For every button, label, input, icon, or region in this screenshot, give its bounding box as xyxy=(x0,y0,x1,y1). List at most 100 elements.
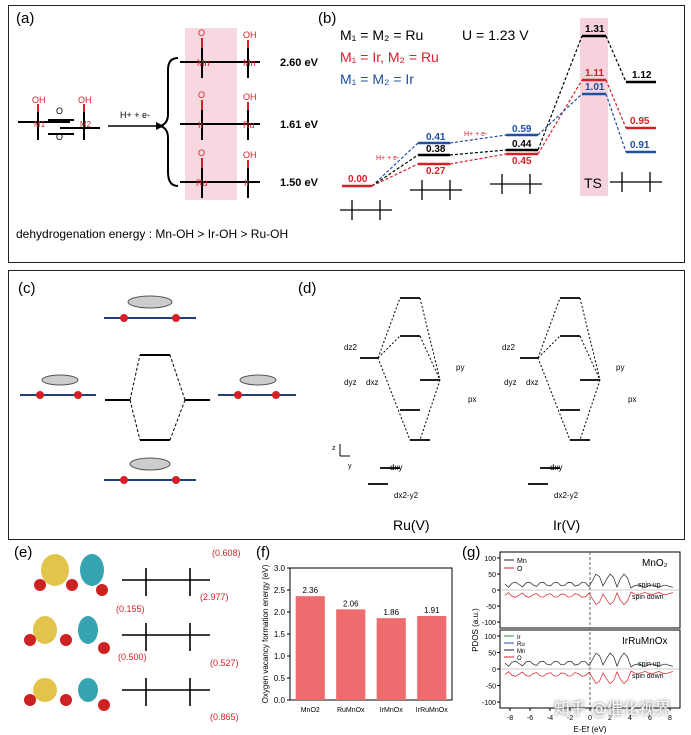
u-label: U = 1.23 V xyxy=(462,27,529,43)
oh-label-mid: OH xyxy=(243,92,257,102)
bar-value-label: 1.86 xyxy=(383,608,399,617)
y-tick-label: 1.0 xyxy=(274,652,286,661)
ts-band xyxy=(580,18,608,196)
spin-down-label: spin down xyxy=(632,673,664,680)
charge-1: (0.608) xyxy=(212,548,241,558)
ir-label-1: Ir xyxy=(198,120,204,130)
orb-dz2-ir: dz2 xyxy=(502,343,515,352)
legend-ru: M₁ = M₂ = Ru xyxy=(340,27,423,43)
y-tick-label: 1.5 xyxy=(274,630,286,639)
spin-down-label: spin down xyxy=(632,594,664,601)
y-tick-label: 100 xyxy=(484,634,496,641)
mn-label-1: Mn xyxy=(197,58,210,68)
arrow-label: H+ + e- xyxy=(120,110,150,120)
panel-c-orbital-diagram xyxy=(20,295,296,484)
m1-label: M1 xyxy=(34,120,46,129)
bar-value-label: 2.36 xyxy=(302,586,318,595)
panel-f-label: (f) xyxy=(256,544,271,561)
x-tick-label: -2 xyxy=(567,715,573,722)
bar xyxy=(417,615,447,700)
m2-label: M2 xyxy=(80,120,92,129)
val-end-black: 1.12 xyxy=(632,70,652,81)
ru-label-2: Ru xyxy=(196,178,208,188)
y-tick-label: 2.0 xyxy=(274,608,286,617)
legend-label: O xyxy=(517,656,522,662)
y-tick-label: 50 xyxy=(488,651,496,658)
y-axis-label: PDOS (a.u.) xyxy=(471,608,480,652)
pdos-curve xyxy=(504,591,674,606)
x-tick-label: IrRuMnOx xyxy=(416,707,448,714)
panel-b-energy-profile: M₁ = M₂ = Ru M₁ = Ir, M₂ = Ru M₁ = M₂ = … xyxy=(340,18,662,220)
panel-cd-frame xyxy=(8,270,685,540)
y-tick-label: 50 xyxy=(488,572,496,579)
bar-value-label: 2.06 xyxy=(343,599,359,608)
pdos-curve xyxy=(504,670,674,685)
orb-px-ru: px xyxy=(468,395,476,404)
title-ir-v: Ir(V) xyxy=(553,517,580,533)
panel-g-label: (g) xyxy=(462,544,481,561)
orb-dx2y2-ru: dx2-y2 xyxy=(394,491,419,500)
x-tick-label: RuMnOx xyxy=(337,707,365,714)
orb-dxz-ru: dxz xyxy=(366,378,378,387)
panel-b-label: (b) xyxy=(318,10,337,27)
o-label-top: O xyxy=(198,28,205,38)
pdos-curve xyxy=(504,573,674,589)
x-tick-label: 2 xyxy=(608,715,612,722)
oh-label-bot: OH xyxy=(243,150,257,160)
orb-dxz-ir: dxz xyxy=(526,378,538,387)
x-tick-label: 8 xyxy=(668,715,672,722)
legend-ir-ru: M₁ = Ir, M₂ = Ru xyxy=(340,49,439,65)
bar xyxy=(336,609,366,700)
step-label-1: H+ + e- xyxy=(376,155,400,162)
ts-label: TS xyxy=(584,175,602,191)
val-end-red: 0.95 xyxy=(630,116,650,127)
energy-1: 2.60 eV xyxy=(280,57,319,69)
ru-label-1: Ru xyxy=(243,120,255,130)
y-tick-label: -100 xyxy=(482,620,496,627)
legend-label: Mn xyxy=(517,558,527,565)
legend-label: Mn xyxy=(517,649,525,655)
y-tick-label: 0 xyxy=(492,588,496,595)
val-end-blue: 0.91 xyxy=(630,140,650,151)
y-tick-label: -50 xyxy=(486,604,496,611)
y-tick-label: -100 xyxy=(482,700,496,707)
bottom-title: IrRuMnOx xyxy=(622,636,668,647)
y-tick-label: 100 xyxy=(484,556,496,563)
legend-ir: M₁ = M₂ = Ir xyxy=(340,71,414,87)
x-tick-label: 6 xyxy=(648,715,652,722)
x-tick-label: 4 xyxy=(628,715,632,722)
o-label-1: O xyxy=(56,106,63,116)
val-black1: 0.38 xyxy=(426,144,446,155)
val-red1: 0.27 xyxy=(426,166,446,177)
legend-label: O xyxy=(517,566,523,573)
x-tick-label: IrMnOx xyxy=(380,707,403,714)
panel-a-label: (a) xyxy=(16,10,35,27)
energy-2: 1.61 eV xyxy=(280,119,319,131)
val-ts-red: 1.11 xyxy=(585,68,604,79)
orb-px-ir: px xyxy=(628,395,636,404)
val-ts-black: 1.31 xyxy=(585,24,605,35)
x-tick-label: -4 xyxy=(547,715,553,722)
oh-label-2: OH xyxy=(78,95,92,105)
axis-z: z xyxy=(332,445,336,452)
axis-y: y xyxy=(348,463,352,470)
y-tick-label: 0.5 xyxy=(274,674,286,683)
o-label-2: O xyxy=(56,132,63,142)
panel-d-label: (d) xyxy=(298,280,317,297)
orb-dyz-ir: dyz xyxy=(504,378,516,387)
charge-6: (0.865) xyxy=(210,712,239,722)
charge-4: (0.500) xyxy=(118,652,147,662)
bar-value-label: 1.91 xyxy=(424,606,440,615)
legend-label: Ir xyxy=(517,635,521,641)
x-axis-label: E-Ef (eV) xyxy=(574,725,607,734)
orb-dxy-ru: dxy xyxy=(390,463,402,472)
panel-ab-frame xyxy=(8,5,685,263)
orb-py-ru: py xyxy=(456,363,464,372)
y-tick-label: 2.5 xyxy=(274,586,286,595)
y-tick-label: 0 xyxy=(492,667,496,674)
left-molecule xyxy=(18,104,100,140)
charge-2: (2.977) xyxy=(200,592,229,602)
val-ts-blue: 1.01 xyxy=(585,82,605,93)
